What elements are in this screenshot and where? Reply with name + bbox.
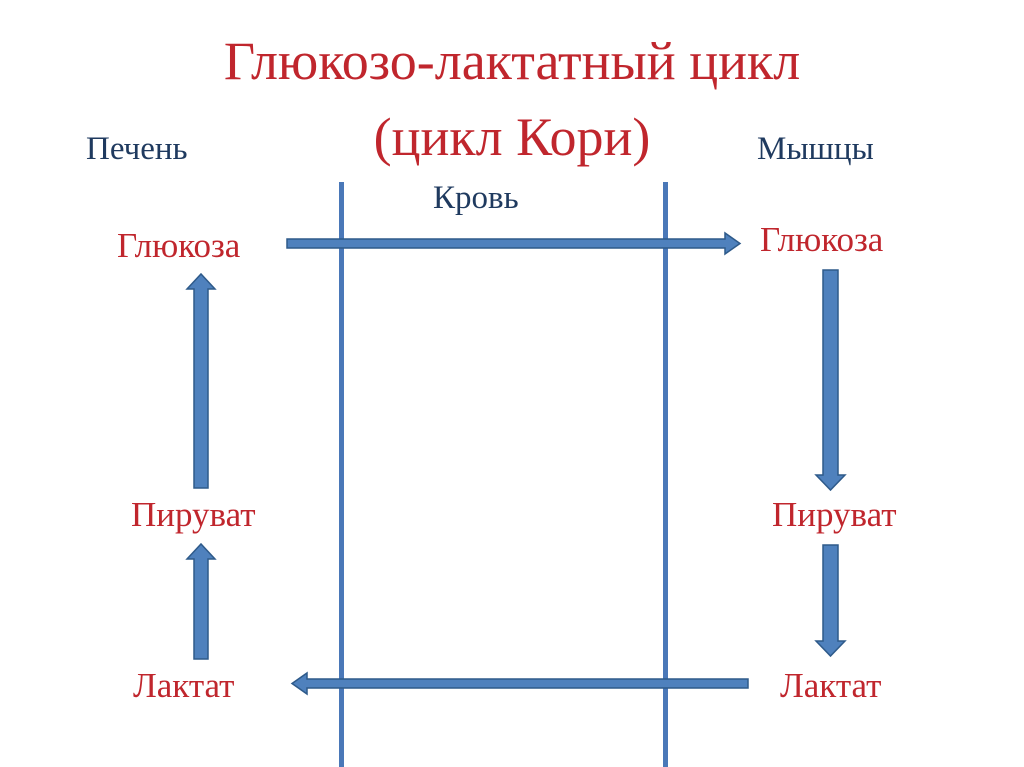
liver-pyruvate-label: Пируват [131, 495, 256, 534]
blood-divider-right [663, 182, 668, 767]
arrow-muscle-pyruvate-to-lactate [814, 544, 847, 658]
arrow-liver-lactate-to-pyruvate [185, 542, 217, 660]
region-label-blood: Кровь [433, 180, 519, 216]
liver-glucose-label: Глюкоза [117, 226, 241, 265]
blood-divider-left [339, 182, 344, 767]
muscle-glucose-label: Глюкоза [760, 220, 884, 259]
title-line-2: (цикл Кори) [373, 107, 651, 167]
liver-lactate-label: Лактат [133, 666, 235, 705]
arrow-muscle-glucose-to-pyruvate [814, 269, 847, 492]
title-line-1: Глюкозо-лактатный цикл [223, 31, 801, 91]
muscle-lactate-label: Лактат [780, 666, 882, 705]
arrow-lactate-muscle-to-liver [290, 671, 749, 696]
arrow-glucose-liver-to-muscle [286, 231, 742, 256]
arrow-liver-pyruvate-to-glucose [185, 272, 217, 489]
region-label-muscle: Мышцы [757, 131, 874, 167]
muscle-pyruvate-label: Пируват [772, 495, 897, 534]
region-label-liver: Печень [86, 131, 188, 167]
